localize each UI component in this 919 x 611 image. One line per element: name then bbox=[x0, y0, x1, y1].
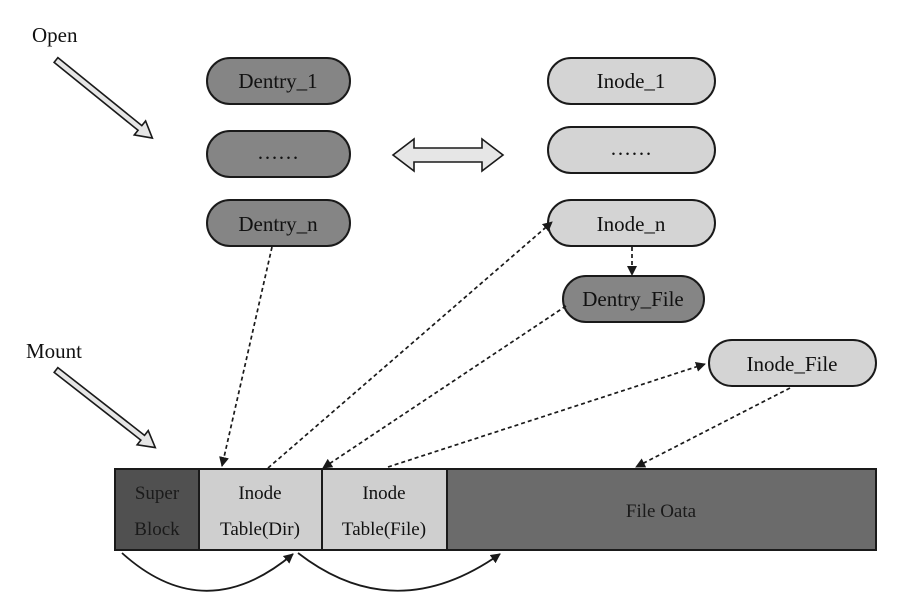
svg-text:Super: Super bbox=[135, 483, 180, 504]
dentry-n-node: Dentry_n bbox=[206, 199, 351, 247]
open-label: Open bbox=[32, 23, 78, 47]
svg-text:……: …… bbox=[610, 136, 652, 160]
dentry-ellipsis-node: …… bbox=[206, 130, 351, 178]
inode-ellipsis-node: …… bbox=[547, 126, 716, 174]
inode-table-dir-to-inode-n-arrow bbox=[267, 221, 553, 469]
svg-text:Block: Block bbox=[134, 519, 180, 540]
inode-dir-to-inode-file-curve-arrow bbox=[297, 552, 501, 592]
svg-text:……: …… bbox=[257, 140, 299, 164]
open-arrow-icon bbox=[52, 56, 154, 140]
svg-text:File Oata: File Oata bbox=[626, 501, 697, 522]
mount-label: Mount bbox=[26, 339, 82, 363]
dentry-n-to-inode-table-dir-arrow bbox=[219, 246, 273, 467]
super-to-inode-dir-curve-arrow bbox=[121, 552, 294, 592]
svg-text:Dentry_1: Dentry_1 bbox=[238, 69, 317, 93]
svg-text:Inode: Inode bbox=[238, 483, 281, 504]
svg-text:Inode_n: Inode_n bbox=[597, 212, 666, 236]
super-block-segment: Super Block bbox=[114, 468, 200, 551]
inode-n-node: Inode_n bbox=[547, 199, 716, 247]
svg-text:Inode: Inode bbox=[362, 483, 405, 504]
svg-text:Table(File): Table(File) bbox=[342, 519, 426, 540]
svg-text:Dentry_n: Dentry_n bbox=[238, 212, 318, 236]
inode-table-dir-segment: Inode Table(Dir) bbox=[198, 468, 323, 551]
inode-table-file-segment: Inode Table(File) bbox=[321, 468, 448, 551]
inode-1-node: Inode_1 bbox=[547, 57, 716, 105]
disk-layout-bar: Super Block Inode Table(Dir) Inode Table… bbox=[114, 468, 877, 551]
inode-file-to-file-data-arrow bbox=[635, 387, 791, 468]
dentry-1-node: Dentry_1 bbox=[206, 57, 351, 105]
inode-table-file-to-inode-file-arrow bbox=[387, 362, 706, 468]
dentry-file-to-inode-table-file-arrow bbox=[322, 305, 567, 469]
dentry-file-node: Dentry_File bbox=[562, 275, 705, 323]
svg-text:Inode_File: Inode_File bbox=[747, 352, 838, 376]
svg-text:Table(Dir): Table(Dir) bbox=[220, 519, 300, 540]
mount-arrow-icon bbox=[53, 366, 157, 449]
svg-text:Inode_1: Inode_1 bbox=[597, 69, 666, 93]
svg-text:Dentry_File: Dentry_File bbox=[582, 287, 683, 311]
inode-file-node: Inode_File bbox=[708, 339, 877, 387]
file-data-segment: File Oata bbox=[446, 468, 877, 551]
double-arrow-icon bbox=[391, 137, 505, 173]
